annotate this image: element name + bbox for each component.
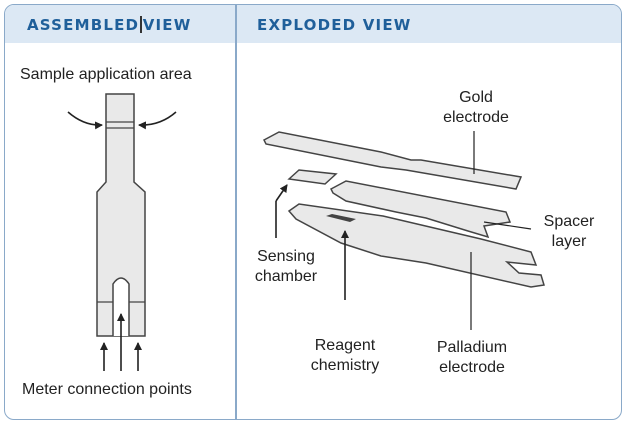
exploded-view-title: EXPLODED VIEW: [257, 16, 412, 34]
reagent-stripe: [326, 214, 356, 222]
palladium-electrode-layer: [287, 203, 545, 288]
spacer-label-line2: layer: [551, 233, 587, 250]
header-bar: [5, 5, 621, 43]
assembled-title-word: ASSEMBLED: [27, 16, 140, 34]
gold-label-line1: Gold: [459, 89, 493, 106]
spacer-layer-label: Spacer layer: [534, 212, 604, 252]
palladium-electrode-label: Palladium electrode: [427, 338, 517, 378]
spacer-layer: [330, 180, 512, 239]
assembled-test-strip: [96, 93, 146, 337]
gold-electrode-layer: [263, 131, 523, 190]
meter-connection-points-label: Meter connection points: [22, 381, 192, 398]
strip-notch: [112, 277, 130, 336]
gold-electrode-label: Gold electrode: [436, 88, 516, 128]
reagent-label-line2: chemistry: [310, 357, 380, 374]
reagent-chemistry-label: Reagent chemistry: [303, 336, 387, 376]
palladium-label-line1: Palladium: [436, 339, 508, 356]
spacer-label-line1: Spacer: [543, 213, 595, 230]
sensing-arrow: [275, 184, 288, 202]
sensing-label-line2: chamber: [254, 268, 318, 285]
panel-divider: [235, 5, 237, 419]
reagent-label-line1: Reagent: [314, 337, 376, 354]
view-title-word: VIEW: [142, 16, 192, 34]
sample-application-area-label: Sample application area: [20, 66, 192, 83]
curved-arrow-right: [138, 111, 177, 130]
curved-arrow-left: [67, 111, 103, 130]
palladium-label-line2: electrode: [439, 359, 505, 376]
text-cursor: [140, 16, 142, 33]
sensing-chamber-piece: [287, 169, 338, 185]
sensing-label-line1: Sensing: [257, 248, 315, 265]
gold-label-line2: electrode: [443, 109, 509, 126]
spacer-leader-line: [483, 221, 532, 230]
sensing-chamber-label: Sensing chamber: [249, 247, 323, 287]
